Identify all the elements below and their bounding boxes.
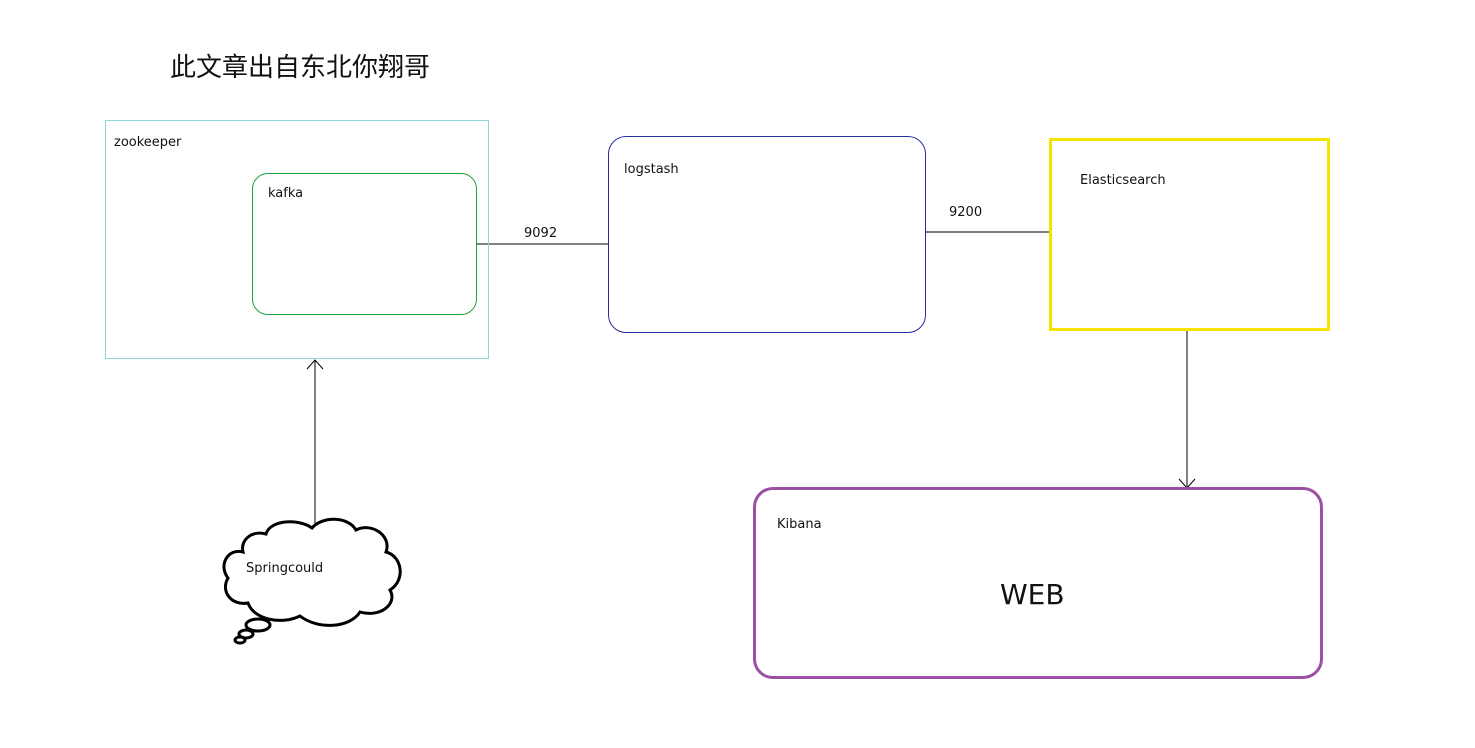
springcould-label: Springcould [246, 561, 324, 576]
cloud-shape [222, 517, 402, 645]
elasticsearch-label: Elasticsearch [1080, 173, 1166, 188]
kafka-box [252, 173, 477, 315]
zookeeper-box [105, 120, 489, 359]
cloud-bubble-small [233, 635, 247, 645]
kafka-label: kafka [268, 186, 304, 201]
kibana-box [753, 487, 1323, 679]
kibana-label: Kibana [777, 517, 822, 532]
logstash-label: logstash [624, 162, 679, 177]
zookeeper-label: zookeeper [114, 135, 182, 150]
cloud-bubble-large [244, 617, 272, 633]
port-9092-label: 9092 [524, 226, 558, 241]
diagram-title: 此文章出自东北你翔哥 [170, 53, 431, 83]
web-label: WEB [1000, 578, 1065, 611]
logstash-box [608, 136, 926, 333]
port-9200-label: 9200 [949, 205, 983, 220]
arrowhead-zookeeper [306, 359, 324, 370]
elasticsearch-box [1049, 138, 1330, 331]
